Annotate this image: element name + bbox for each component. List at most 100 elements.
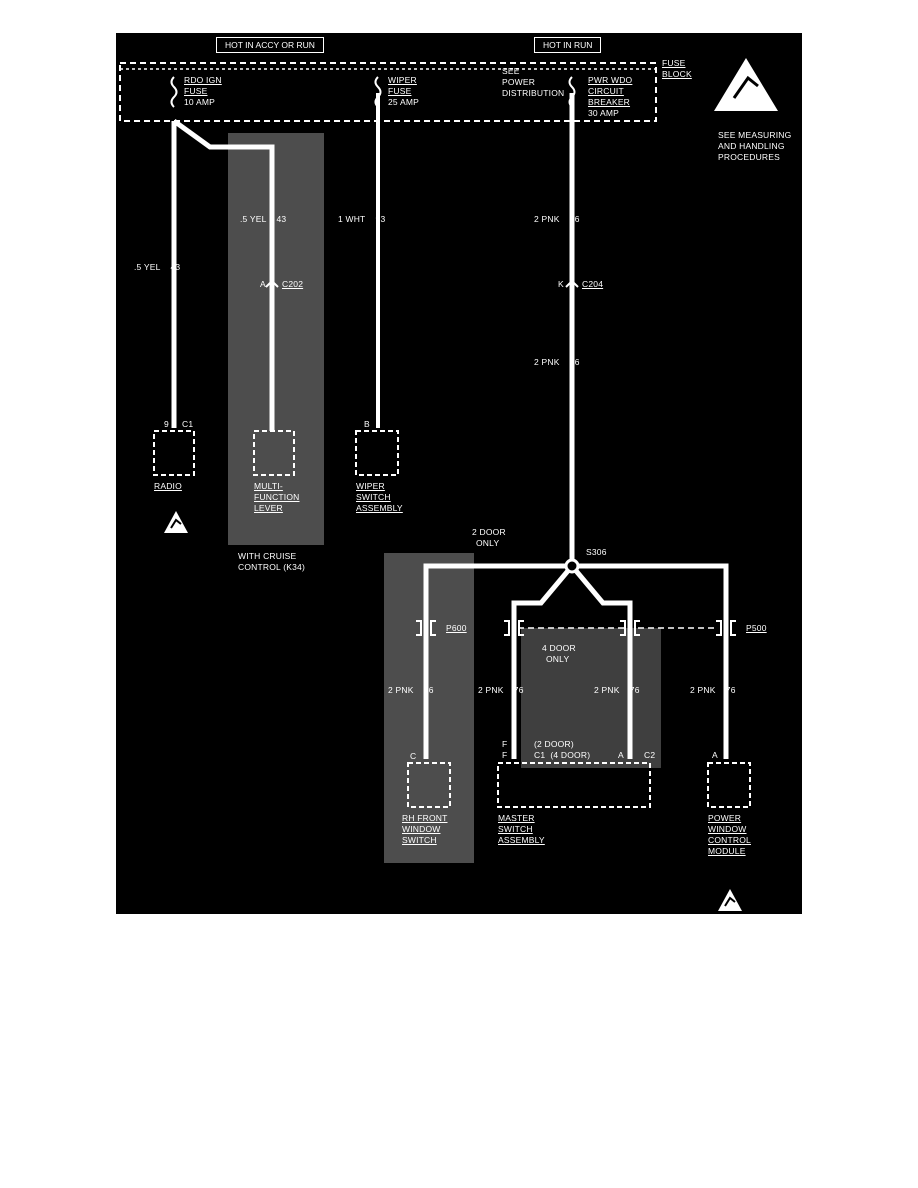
master-a: A xyxy=(618,750,624,760)
c204-pin: K xyxy=(558,279,564,289)
s306-label: S306 xyxy=(586,547,607,557)
four-door-note-1: 4 DOOR xyxy=(542,643,576,653)
wiper-wire-label: 1 WHT 93 xyxy=(338,214,386,224)
pwcm-pin: A xyxy=(712,750,718,760)
rh-wire-label: 2 PNK 76 xyxy=(388,685,434,695)
rdo-fuse-line-1: RDO IGN xyxy=(184,75,222,85)
hot-run-label: HOT IN RUN xyxy=(534,37,602,53)
pwcm-wire xyxy=(572,563,729,759)
rh-front-label-2: WINDOW xyxy=(402,824,441,834)
see-power-line-1: SEE xyxy=(502,66,520,76)
pwr-breaker-symbol xyxy=(568,76,576,108)
master-f-wire-label: 2 PNK 76 xyxy=(478,685,524,695)
pwcm-wire-label: 2 PNK 76 xyxy=(690,685,736,695)
pwcm-box xyxy=(707,762,751,808)
wiper-pin: B xyxy=(364,419,370,429)
c202-pin: A xyxy=(260,279,266,289)
pnk-upper-label: 2 PNK 76 xyxy=(534,214,580,224)
esd-symbol-radio xyxy=(164,511,188,533)
mfl-label-1: MULTI- xyxy=(254,481,283,491)
radio-label: RADIO xyxy=(154,481,182,491)
master-a-wire-label: 2 PNK 76 xyxy=(594,685,640,695)
master-label-3: ASSEMBLY xyxy=(498,835,545,845)
wiper-fuse-line-2: FUSE xyxy=(388,86,412,96)
wiper-label-1: WIPER xyxy=(356,481,385,491)
master-c1: C1 (4 DOOR) xyxy=(534,750,591,760)
wiper-fuse-line-1: WIPER xyxy=(388,75,417,85)
pwcm-label-1: POWER xyxy=(708,813,742,823)
wiring-svg xyxy=(119,58,778,911)
radio-conn: C1 xyxy=(182,419,194,429)
p500-bracket xyxy=(716,620,736,636)
esd-note-line-3: PROCEDURES xyxy=(718,152,780,162)
mfl-label-3: LEVER xyxy=(254,503,283,513)
master-f-wire xyxy=(511,564,574,759)
master-f-2door: F xyxy=(502,739,508,749)
cruise-option-shade xyxy=(228,133,324,545)
c204-connector xyxy=(565,279,579,288)
two-door-note-1: 2 DOOR xyxy=(472,527,506,537)
c202-connector xyxy=(265,279,279,288)
pwcm-label-2: WINDOW xyxy=(708,824,747,834)
radio-pin: 9 xyxy=(164,419,169,429)
pwcm-label-3: CONTROL xyxy=(708,835,751,845)
master-2door: (2 DOOR) xyxy=(534,739,574,749)
rdo-fuse-symbol xyxy=(170,76,178,108)
rdo-fuse-line-2: FUSE xyxy=(184,86,208,96)
radio-wire-label: .5 YEL 43 xyxy=(134,262,181,272)
radio-box xyxy=(153,430,195,476)
master-box xyxy=(497,762,651,808)
s306-splice xyxy=(564,558,580,574)
esd-symbol-pwcm xyxy=(718,889,742,911)
pwr-wdo-line-1: PWR WDO xyxy=(588,75,633,85)
p600-bracket xyxy=(416,620,436,636)
two-door-option-shade xyxy=(384,553,474,863)
pwcm-label-4: MODULE xyxy=(708,846,746,856)
wiper-fuse-line-3: 25 AMP xyxy=(388,97,419,107)
p600-label: P600 xyxy=(446,623,467,633)
esd-symbol-main xyxy=(714,58,778,111)
p500-label: P500 xyxy=(746,623,767,633)
c204-label: C204 xyxy=(582,279,604,289)
esd-note-line-1: SEE MEASURING xyxy=(718,130,792,140)
hot-accy-run-label: HOT IN ACCY OR RUN xyxy=(216,37,324,53)
cruise-note-1: WITH CRUISE xyxy=(238,551,297,561)
mfl-box xyxy=(253,430,295,476)
pwr-wdo-line-2: CIRCUIT xyxy=(588,86,624,96)
master-label-2: SWITCH xyxy=(498,824,533,834)
fuse-block-outline xyxy=(119,62,657,122)
wiring-diagram: HOT IN ACCY OR RUN HOT IN RUN FUSE BLOCK… xyxy=(116,33,802,914)
fuse-block-label-2: BLOCK xyxy=(662,69,692,79)
cruise-note-2: CONTROL (K34) xyxy=(238,562,305,572)
pwr-wdo-line-4: 30 AMP xyxy=(588,108,619,118)
c202-label: C202 xyxy=(282,279,304,289)
rh-front-label-1: RH FRONT xyxy=(402,813,448,823)
wiper-fuse-symbol xyxy=(374,76,382,108)
rh-pin: C xyxy=(410,751,417,761)
master-a-wire xyxy=(570,564,633,759)
see-power-line-3: DISTRIBUTION xyxy=(502,88,565,98)
wiper-box xyxy=(355,430,399,476)
wiper-label-3: ASSEMBLY xyxy=(356,503,403,513)
rh-front-box xyxy=(407,762,451,808)
master-a-bracket xyxy=(620,620,640,636)
mfl-wire xyxy=(172,118,275,431)
see-power-line-2: POWER xyxy=(502,77,536,87)
mfl-label-2: FUNCTION xyxy=(254,492,300,502)
pwr-wdo-line-3: BREAKER xyxy=(588,97,631,107)
master-f-bracket xyxy=(504,620,524,636)
esd-note-line-2: AND HANDLING xyxy=(718,141,785,151)
master-f-4door: F xyxy=(502,750,508,760)
four-door-option-shade xyxy=(521,628,661,768)
four-door-note-2: ONLY xyxy=(546,654,570,664)
two-door-note-2: ONLY xyxy=(476,538,500,548)
wiper-label-2: SWITCH xyxy=(356,492,391,502)
rh-front-wire xyxy=(423,563,572,759)
rh-front-label-3: SWITCH xyxy=(402,835,437,845)
master-label-1: MASTER xyxy=(498,813,535,823)
fuse-block-label-1: FUSE xyxy=(662,58,686,68)
master-c2: C2 xyxy=(644,750,656,760)
pnk-lower-label: 2 PNK 76 xyxy=(534,357,580,367)
mfl-wire-label: .5 YEL 43 xyxy=(240,214,287,224)
rdo-fuse-line-3: 10 AMP xyxy=(184,97,215,107)
